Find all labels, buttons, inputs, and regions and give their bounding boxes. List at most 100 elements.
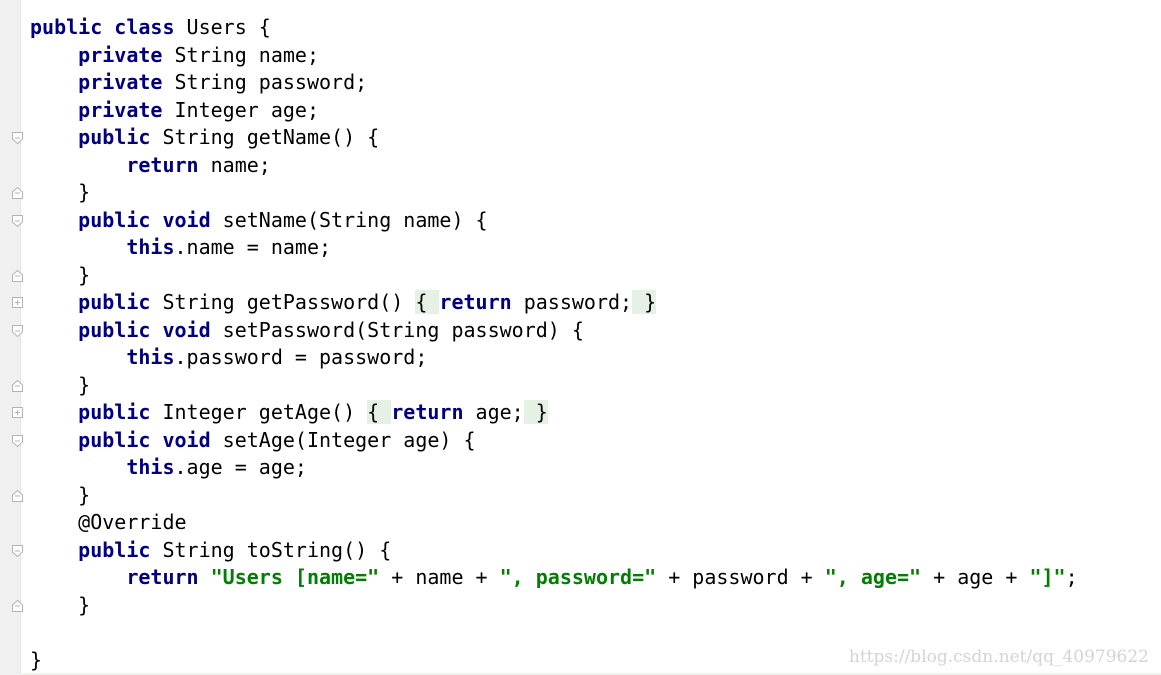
code-token bbox=[30, 428, 78, 452]
code-line[interactable]: public void setName(String name) { bbox=[30, 207, 1078, 235]
code-token: } bbox=[30, 592, 91, 617]
string-token: ", age=" bbox=[824, 565, 922, 589]
code-line[interactable]: this.age = age; bbox=[30, 454, 1078, 482]
code-token bbox=[30, 235, 126, 259]
fold-open-icon[interactable] bbox=[12, 324, 23, 337]
code-token bbox=[30, 70, 78, 94]
fold-expand-icon[interactable] bbox=[12, 407, 23, 419]
code-token bbox=[30, 153, 126, 177]
fold-close-icon[interactable] bbox=[12, 187, 23, 199]
code-line[interactable]: return name; bbox=[30, 152, 1078, 180]
code-line[interactable]: } bbox=[30, 372, 1078, 400]
keyword-token: public bbox=[78, 125, 151, 149]
keyword-token: void bbox=[162, 317, 211, 342]
code-line[interactable]: } bbox=[30, 647, 1078, 675]
code-token: + name + bbox=[379, 565, 500, 589]
keyword-token: class bbox=[114, 15, 175, 39]
keyword-token: private bbox=[78, 97, 163, 122]
code-line[interactable]: return "Users [name=" + name + ", passwo… bbox=[30, 564, 1077, 592]
code-line[interactable]: } bbox=[30, 592, 1078, 620]
code-token: String password; bbox=[162, 70, 368, 94]
code-line[interactable] bbox=[30, 619, 1078, 647]
code-token bbox=[102, 15, 114, 39]
keyword-token: this bbox=[126, 345, 175, 369]
keyword-token: public bbox=[78, 537, 151, 562]
keyword-token: return bbox=[126, 565, 199, 589]
keyword-token: return bbox=[391, 400, 464, 424]
code-token: + age + bbox=[921, 565, 1030, 589]
code-token bbox=[30, 565, 126, 589]
code-token: .age = age; bbox=[174, 455, 307, 479]
code-token bbox=[30, 125, 78, 149]
editor-bottom-border bbox=[20, 673, 1161, 675]
code-token bbox=[30, 98, 78, 122]
code-line[interactable]: public String getName() { bbox=[30, 124, 1078, 152]
code-line[interactable]: } bbox=[30, 262, 1078, 290]
fold-close-icon[interactable] bbox=[12, 489, 23, 502]
fold-close-icon[interactable] bbox=[12, 599, 23, 612]
code-token: String getName() { bbox=[150, 125, 380, 149]
code-line[interactable]: public class Users { bbox=[30, 14, 1078, 42]
code-token: String getPassword() bbox=[150, 290, 416, 314]
code-token: } bbox=[30, 372, 91, 397]
fold-open-icon[interactable] bbox=[12, 434, 23, 447]
code-token: + password + bbox=[656, 565, 825, 589]
code-token: @Override bbox=[30, 510, 187, 534]
code-token bbox=[150, 318, 162, 342]
watermark: https://blog.csdn.net/qq_40979622 bbox=[848, 647, 1149, 667]
code-token: String toString() { bbox=[150, 537, 392, 562]
code-line[interactable]: private Integer age; bbox=[30, 97, 1078, 125]
keyword-token: public bbox=[78, 400, 151, 424]
code-token bbox=[199, 565, 211, 589]
code-line[interactable]: public String getPassword() { return pas… bbox=[30, 289, 1078, 317]
keyword-token: public bbox=[78, 207, 151, 232]
code-line[interactable]: } bbox=[30, 179, 1078, 207]
keyword-token: private bbox=[78, 70, 163, 94]
code-line[interactable]: public void setPassword(String password)… bbox=[30, 317, 1078, 345]
folded-brace[interactable]: { bbox=[415, 290, 440, 314]
string-token: ", password=" bbox=[499, 565, 657, 589]
code-token: } bbox=[30, 262, 91, 287]
code-token: setName(String name) { bbox=[210, 207, 488, 232]
code-token bbox=[30, 208, 78, 232]
code-line[interactable]: @Override bbox=[30, 509, 1078, 537]
code-line[interactable]: this.password = password; bbox=[30, 344, 1078, 372]
code-token: } bbox=[30, 482, 91, 507]
code-token: setAge(Integer age) { bbox=[210, 427, 476, 452]
fold-open-icon[interactable] bbox=[12, 132, 23, 144]
keyword-token: return bbox=[439, 290, 512, 314]
folded-brace[interactable]: } bbox=[523, 400, 548, 424]
code-token: Users { bbox=[174, 15, 271, 39]
code-token bbox=[30, 290, 78, 314]
code-token: Integer getAge() bbox=[150, 400, 368, 424]
keyword-token: this bbox=[126, 455, 175, 479]
folded-brace[interactable]: { bbox=[367, 400, 392, 424]
code-line[interactable]: this.name = name; bbox=[30, 234, 1078, 262]
fold-expand-icon[interactable] bbox=[12, 297, 23, 309]
code-token: .password = password; bbox=[174, 345, 428, 369]
code-line[interactable]: public Integer getAge() { return age; } bbox=[30, 399, 1078, 427]
keyword-token: this bbox=[126, 235, 175, 259]
code-token: .name = name; bbox=[174, 235, 332, 259]
fold-close-icon[interactable] bbox=[12, 379, 23, 392]
code-token: Integer age; bbox=[162, 97, 320, 122]
code-token: age; bbox=[463, 400, 524, 424]
code-line[interactable]: public String toString() { bbox=[30, 537, 1078, 565]
code-line[interactable]: } bbox=[30, 482, 1078, 510]
code-editor[interactable]: public class Users { private String name… bbox=[30, 14, 1078, 674]
code-line[interactable]: private String name; bbox=[30, 42, 1078, 70]
fold-close-icon[interactable] bbox=[12, 269, 23, 282]
code-token bbox=[30, 538, 78, 562]
keyword-token: public bbox=[78, 317, 151, 342]
keyword-token: public bbox=[78, 290, 151, 314]
keyword-token: public bbox=[30, 15, 103, 39]
code-token bbox=[30, 43, 78, 67]
code-token bbox=[30, 455, 126, 479]
editor-gutter bbox=[0, 0, 21, 675]
fold-open-icon[interactable] bbox=[12, 214, 23, 227]
code-line[interactable]: private String password; bbox=[30, 69, 1078, 97]
fold-open-icon[interactable] bbox=[12, 544, 23, 557]
code-token bbox=[150, 428, 162, 452]
folded-brace[interactable]: } bbox=[632, 290, 657, 314]
code-line[interactable]: public void setAge(Integer age) { bbox=[30, 427, 1078, 455]
